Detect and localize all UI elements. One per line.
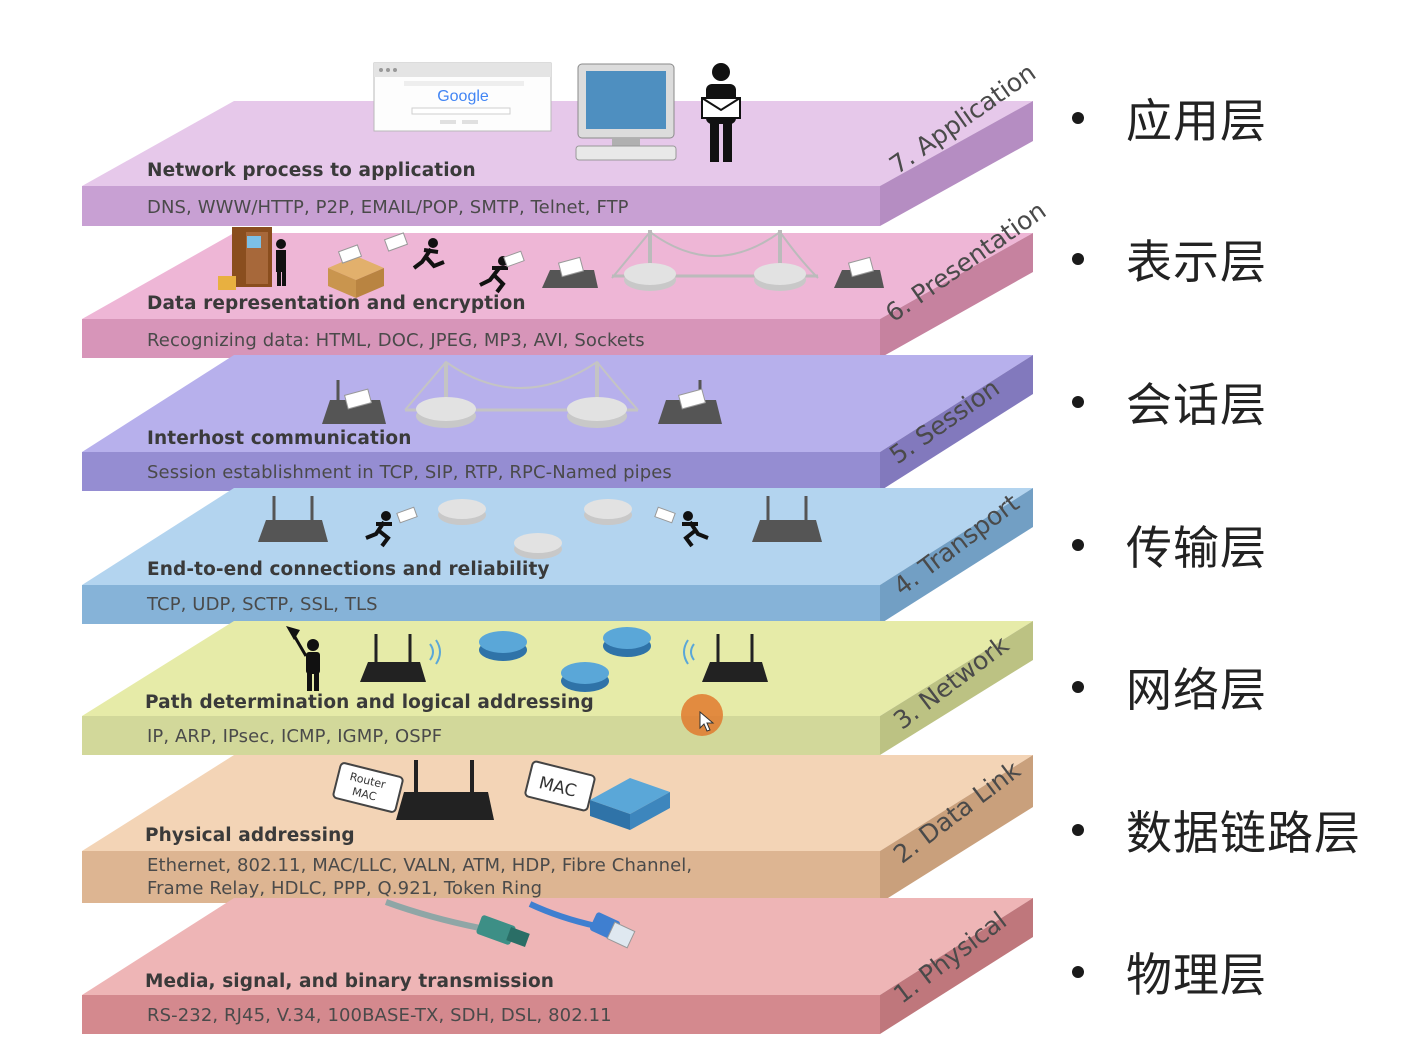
layer-1-description: Media, signal, and binary transmission — [145, 971, 555, 992]
cn-label: 应用层 — [1126, 94, 1267, 148]
cn-label: 数据链路层 — [1126, 806, 1361, 860]
cn-item-network: 网络层 — [1072, 657, 1267, 717]
cn-label: 物理层 — [1126, 948, 1267, 1002]
cn-item-application: 应用层 — [1072, 88, 1267, 148]
layer-2-description: Physical addressing — [145, 825, 355, 846]
layer-7-name: 7. Application — [884, 57, 1042, 180]
bullet-icon — [1072, 253, 1084, 265]
layer-2-protocols-line-2: Frame Relay, HDLC, PPP, Q.921, Token Rin… — [147, 878, 543, 899]
layer-4-description: End-to-end connections and reliability — [147, 559, 550, 580]
layer-5-name: 5. Session — [884, 373, 1005, 470]
cn-item-presentation: 表示层 — [1072, 229, 1267, 289]
layer-5-description: Interhost communication — [147, 428, 412, 449]
layer-1-name: 1. Physical — [888, 905, 1013, 1010]
bullet-icon — [1072, 539, 1084, 551]
layer-6-name: 6. Presentation — [880, 195, 1052, 328]
switch-mac-tag-label: MAC — [537, 773, 579, 802]
cn-label: 会话层 — [1126, 378, 1267, 432]
layer-3-name: 3. Network — [888, 630, 1015, 736]
layer-2-name: 2. Data Link — [888, 755, 1026, 870]
cn-item-physical: 物理层 — [1072, 942, 1267, 1002]
bullet-icon — [1072, 966, 1084, 978]
mouse-pointer-icon — [699, 711, 715, 732]
cn-item-transport: 传输层 — [1072, 515, 1267, 575]
layer-6-description: Data representation and encryption — [147, 293, 526, 314]
layer-1-protocols: RS-232, RJ45, V.34, 100BASE-TX, SDH, DSL… — [147, 1005, 612, 1026]
layer-6-protocols: Recognizing data: HTML, DOC, JPEG, MP3, … — [147, 330, 645, 351]
layer-3-protocols: IP, ARP, IPsec, ICMP, IGMP, OSPF — [147, 726, 443, 747]
layer-7-description: Network process to application — [147, 160, 476, 181]
cn-item-data-link: 数据链路层 — [1072, 800, 1361, 860]
cn-label: 传输层 — [1126, 521, 1267, 575]
layer-3-description: Path determination and logical addressin… — [145, 692, 594, 713]
layer-4-name: 4. Transport — [888, 488, 1025, 602]
cn-item-session: 会话层 — [1072, 372, 1267, 432]
layer-2-protocols-line-1: Ethernet, 802.11, MAC/LLC, VALN, ATM, HD… — [147, 855, 693, 876]
bullet-icon — [1072, 824, 1084, 836]
layer-4-protocols: TCP, UDP, SCTP, SSL, TLS — [147, 594, 378, 615]
layer-5-protocols: Session establishment in TCP, SIP, RTP, … — [147, 462, 672, 483]
google-logo: Google — [437, 88, 489, 105]
bullet-icon — [1072, 681, 1084, 693]
router-tag-label: Router — [348, 770, 387, 792]
cn-label: 表示层 — [1126, 235, 1267, 289]
bullet-icon — [1072, 396, 1084, 408]
router-mac-tag-label: MAC — [351, 785, 378, 804]
layer-7-protocols: DNS, WWW/HTTP, P2P, EMAIL/POP, SMTP, Tel… — [147, 197, 629, 218]
bullet-icon — [1072, 112, 1084, 124]
cn-label: 网络层 — [1126, 663, 1267, 717]
